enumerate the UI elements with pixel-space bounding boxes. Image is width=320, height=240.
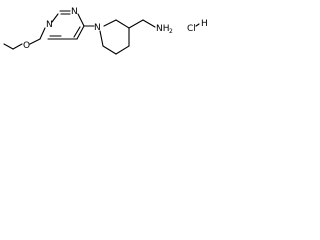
chemical-structure-diagram: N N O N NH 2 Cl H xyxy=(3,7,208,55)
atom-label-n-top: N xyxy=(71,7,78,17)
atom-label-o: O xyxy=(23,41,30,51)
atom-label-n-piperidine: N xyxy=(94,23,101,33)
bond-ethyl-ch3-ch2 xyxy=(3,43,14,50)
atom-label-h-salt: H xyxy=(201,19,208,29)
bond-c3-ch2 xyxy=(128,19,144,29)
atom-label-nh-subscript: 2 xyxy=(169,28,173,35)
bond-h-cl xyxy=(195,23,200,27)
bond-pyr-n3-c4 xyxy=(77,13,85,27)
bond-pip-n-c2 xyxy=(103,19,117,27)
bond-pip-c4-c5 xyxy=(115,45,130,55)
atom-label-n-left: N xyxy=(46,20,53,30)
bond-pip-c6-n xyxy=(99,30,104,47)
bond-pyr-n1-c2 xyxy=(51,13,59,23)
bond-pyr-c4-c5 xyxy=(76,25,85,40)
bond-pyr-c4-c5-double xyxy=(73,26,81,38)
bond-pyr-c6-n1 xyxy=(39,27,46,40)
bond-o-c6 xyxy=(29,38,41,45)
bond-pip-c5-c6 xyxy=(102,45,117,55)
bond-pip-c2-c3 xyxy=(115,19,130,29)
atom-label-nh: NH xyxy=(156,24,170,34)
bond-ethyl-ch2-o xyxy=(12,43,23,50)
bond-ch2-nh2 xyxy=(142,19,156,28)
atom-label-cl: Cl xyxy=(187,24,196,34)
